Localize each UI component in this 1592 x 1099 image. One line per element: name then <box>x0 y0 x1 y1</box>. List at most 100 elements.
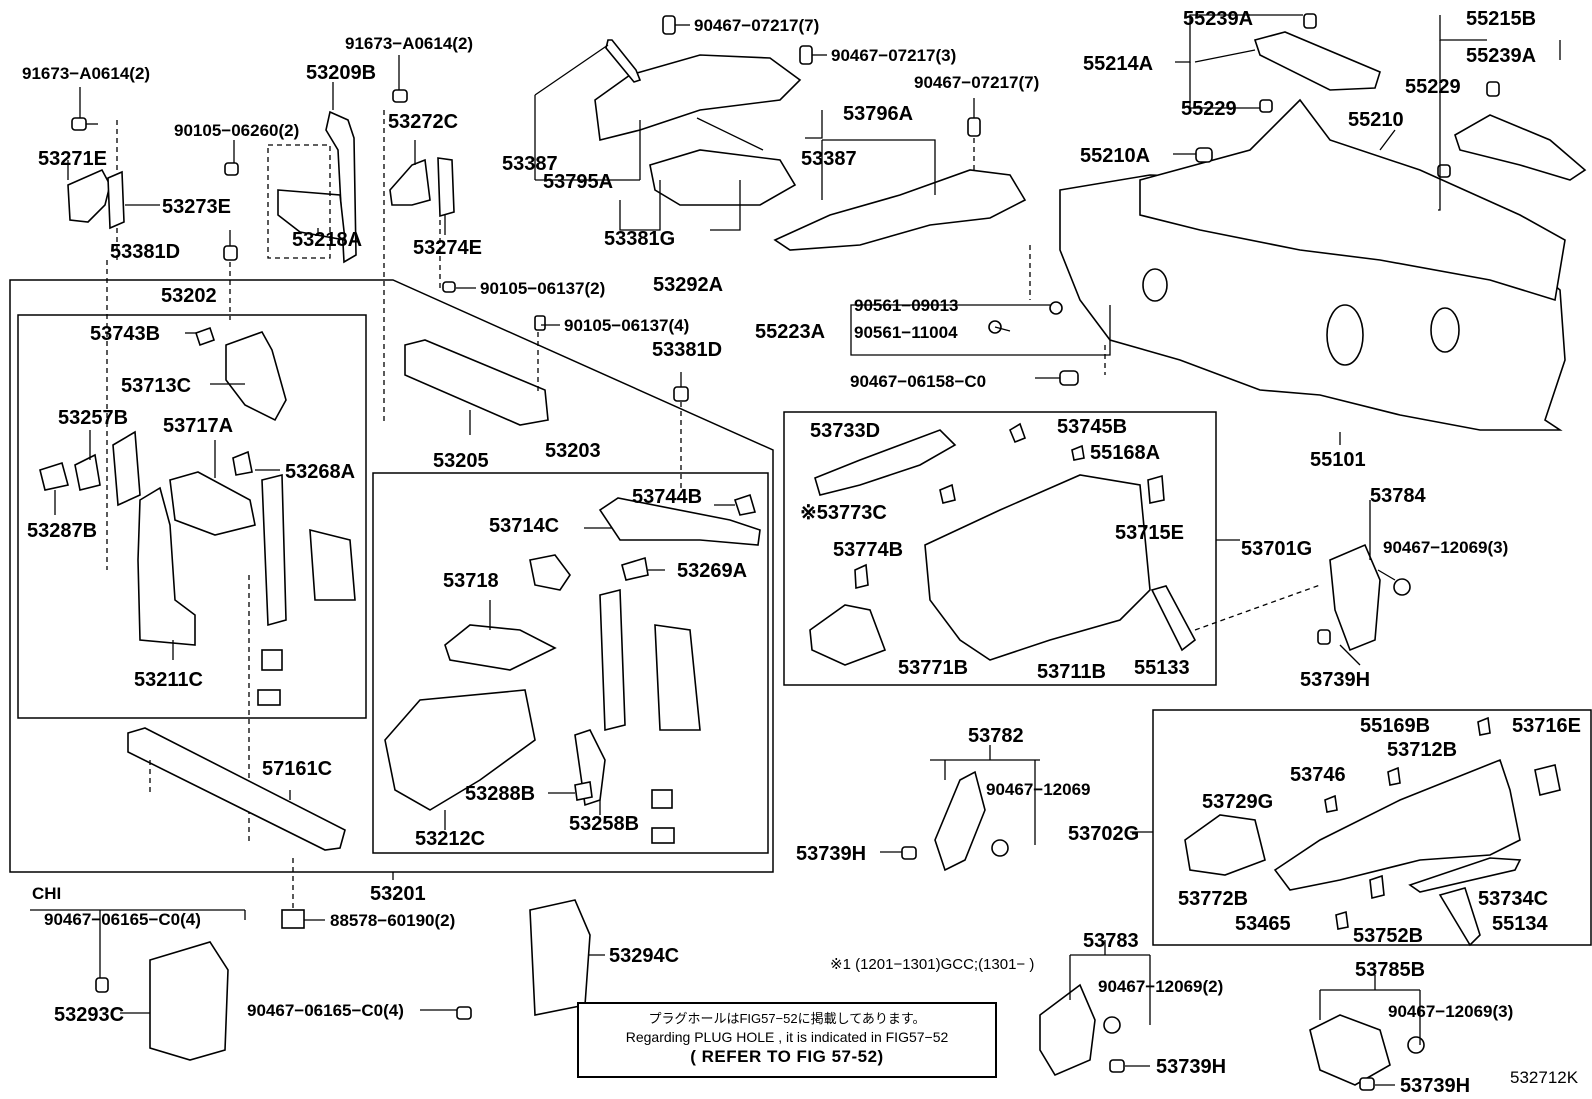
crossmember-53205 <box>404 339 549 426</box>
label-90561-09013: 90561−09013 <box>854 296 958 315</box>
note-line-english: Regarding PLUG HOLE , it is indicated in… <box>625 1029 949 1045</box>
panel-53381G <box>649 149 797 206</box>
label-55133: 55133 <box>1134 657 1190 679</box>
brace-53734C <box>1408 857 1522 893</box>
rail-57161C <box>127 727 346 851</box>
label-90467-12069-3b: 90467−12069(3) <box>1388 1002 1513 1021</box>
bracket-53716E <box>1534 764 1561 796</box>
bolt-90467-06165-right <box>456 1006 472 1020</box>
label-88578-60190: 88578−60190(2) <box>330 911 455 930</box>
clip-90467-07217-b <box>799 45 813 65</box>
bracket-53269A <box>621 556 649 581</box>
group-box-53702G <box>1152 709 1592 946</box>
label-91673-A0614-right: 91673−A0614(2) <box>345 34 473 53</box>
clip-53202-a <box>261 649 283 671</box>
label-90467-07217-3: 90467−07217(3) <box>831 46 956 65</box>
apron-53711B <box>924 474 1151 661</box>
note-refer-link[interactable]: ( REFER TO FIG 57-52) <box>690 1047 884 1066</box>
label-53292A: 53292A <box>653 274 723 296</box>
bolt-55239A-b <box>1486 81 1500 97</box>
pad-88578-60190 <box>281 909 305 929</box>
label-53269A: 53269A <box>677 560 747 582</box>
clip-53381D-left <box>223 245 238 261</box>
label-53784: 53784 <box>1370 485 1426 507</box>
bolt-55229-a <box>1259 99 1273 113</box>
label-53381G: 53381G <box>604 228 675 250</box>
label-53288B: 53288B <box>465 783 535 805</box>
label-55229-b: 55229 <box>1405 76 1461 98</box>
label-53202: 53202 <box>161 285 217 307</box>
label-90105-06137-2: 90105−06137(2) <box>480 279 605 298</box>
bracket-53718-top <box>529 554 571 591</box>
label-53387-b: 53387 <box>801 148 857 170</box>
bracket-53744B <box>733 493 757 516</box>
label-55134: 55134 <box>1492 913 1548 935</box>
label-53203: 53203 <box>545 440 601 462</box>
nut-90467-12069-2 <box>1103 1016 1121 1034</box>
label-55239A-b: 55239A <box>1466 45 1536 67</box>
panel-55214A <box>1253 31 1381 91</box>
dash-panel-55210 <box>1139 98 1566 302</box>
label-90561-11004: 90561−11004 <box>854 323 958 342</box>
label-53746: 53746 <box>1290 764 1346 786</box>
clip-90467-07217-c <box>967 117 981 137</box>
group-box-53201 <box>9 279 774 873</box>
label-55214A: 55214A <box>1083 53 1153 75</box>
clip-55169B <box>1477 716 1491 736</box>
bolt-90467-06165-left <box>95 977 109 993</box>
dash-hole-1 <box>1326 304 1364 366</box>
label-90467-12069: 90467−12069 <box>986 780 1090 799</box>
label-53717A: 53717A <box>163 415 233 437</box>
label-55223A: 55223A <box>755 321 825 343</box>
label-53387-a: 53387 <box>502 153 558 175</box>
bracket-53771B <box>809 604 887 666</box>
bracket-53272C <box>389 158 431 206</box>
part-labels: 91673−A0614(2) 91673−A0614(2) 53209B 901… <box>22 8 1581 1097</box>
label-53739H-d: 53739H <box>1400 1075 1470 1097</box>
cover-53294C <box>529 899 591 1016</box>
label-90467-12069-2: 90467−12069(2) <box>1098 977 1223 996</box>
label-55101: 55101 <box>1310 449 1366 471</box>
label-90467-12069-3a: 90467−12069(3) <box>1383 538 1508 557</box>
bracket-53772B <box>1184 814 1266 876</box>
label-53257B: 53257B <box>58 407 128 429</box>
pillar-53203 <box>599 588 626 732</box>
label-53782: 53782 <box>968 725 1024 747</box>
bolt-55229-b <box>1437 164 1451 178</box>
bracket-53268A <box>232 450 253 476</box>
bracket-53202-right <box>309 528 356 601</box>
label-90105-06137-4: 90105−06137(4) <box>564 316 689 335</box>
label-53795A: 53795A <box>543 171 613 193</box>
label-53218A: 53218A <box>292 229 362 251</box>
clip-53773C <box>939 483 956 504</box>
label-53381D-left: 53381D <box>110 241 180 263</box>
cowl-53795A <box>594 54 802 141</box>
label-90467-06165-right: 90467−06165−C0(4) <box>247 1001 404 1020</box>
label-53733D: 53733D <box>810 420 880 442</box>
nut-90467-12069-3b <box>1407 1036 1425 1054</box>
cover-53293C <box>149 941 229 1061</box>
bracket-53271E <box>67 168 111 223</box>
label-90467-06158-C0: 90467−06158−C0 <box>850 372 986 391</box>
label-55169B: 55169B <box>1360 715 1430 737</box>
plate-53274E <box>437 157 455 218</box>
panel-53718 <box>444 624 557 671</box>
bracket-53743B <box>194 326 216 347</box>
nut-90467-12069 <box>991 839 1009 857</box>
bracket-53273E <box>107 170 125 230</box>
label-53274E: 53274E <box>413 237 482 259</box>
clip-53752B <box>1369 874 1385 899</box>
grommet-55210A <box>1195 147 1213 163</box>
label-53713C: 53713C <box>121 375 191 397</box>
bolt-90105-06260 <box>224 162 239 176</box>
label-53701G: 53701G <box>1241 538 1312 560</box>
footnote-production-range: ※1 (1201−1301)GCC;(1301− ) <box>830 956 1035 973</box>
clip-53203-b <box>651 827 675 844</box>
label-53294C: 53294C <box>609 945 679 967</box>
bracket-53288B <box>574 781 593 801</box>
label-53258B: 53258B <box>569 813 639 835</box>
label-53209B: 53209B <box>306 62 376 84</box>
bolt-55239A-a <box>1303 13 1317 29</box>
figure-id: 532712K <box>1510 1068 1579 1087</box>
group-box-53701G <box>783 411 1217 686</box>
